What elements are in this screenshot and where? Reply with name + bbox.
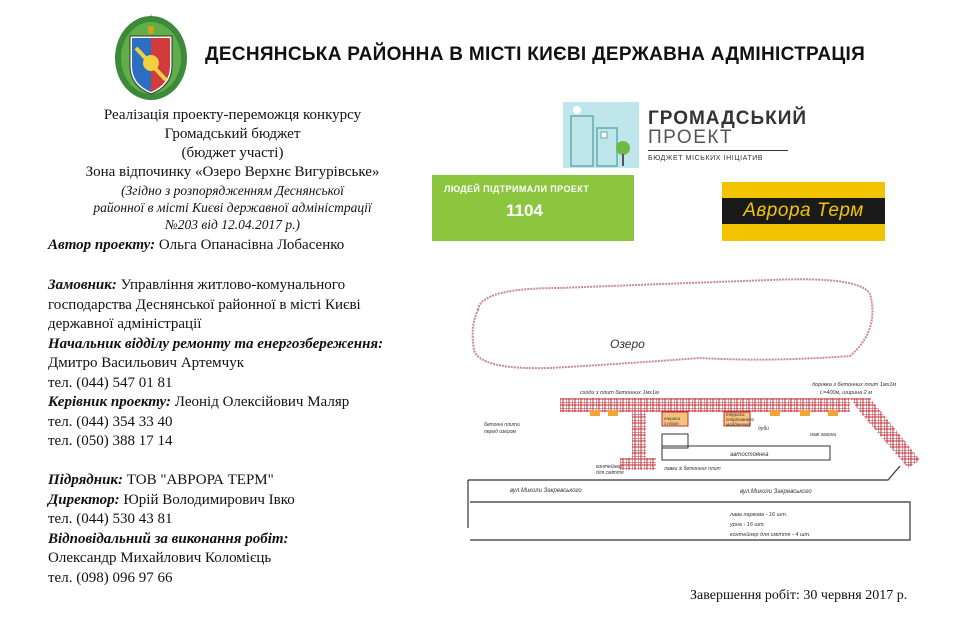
district-coat-of-arms (115, 14, 187, 100)
city-house-icon (563, 102, 639, 168)
legend-bins: урна - 16 шт. (729, 522, 765, 528)
project-manager-name: Леонід Олексійович Маляр (171, 394, 350, 410)
customer-value: Управління житлово-комунального (116, 277, 346, 293)
legend-benches: лава паркова - 16 шт. (729, 512, 787, 518)
contractor-value: ТОВ "АВРОРА ТЕРМ" (123, 472, 274, 488)
completion-date: Завершення робіт: 30 червня 2017 р. (690, 588, 908, 603)
project-line: (бюджет участі) (181, 145, 284, 161)
director-label: Директор: (48, 491, 120, 508)
responsible-phone: тел. (098) 096 97 66 (48, 569, 173, 586)
header-title: ДЕСНЯНСЬКА РАЙОННА В МІСТІ КИЄВІ ДЕРЖАВН… (205, 44, 866, 65)
side-path (850, 398, 920, 468)
responsible-name: Олександр Михайлович Коломієць (48, 550, 272, 566)
benches-path (620, 458, 656, 470)
lawn-label: нові газони (810, 432, 837, 438)
project-line: Громадський бюджет (164, 126, 301, 142)
author-value: Ольга Опанасівна Лобасенко (155, 237, 345, 253)
support-label: ЛЮДЕЙ ПІДТРИМАЛИ ПРОЕКТ (444, 184, 590, 194)
customer-block: Замовник: Управління житлово-комунальног… (48, 276, 383, 452)
parking-area (661, 445, 831, 461)
sports-terrace (723, 411, 751, 427)
customer-value: державної адміністрації (48, 316, 202, 332)
project-description: Реалізація проекту-переможця конкурсу Гр… (40, 106, 425, 233)
lake-label: Озеро (610, 337, 645, 351)
customer-label: Замовник: (48, 277, 117, 293)
benches-label: лавки зі бетонних плит (663, 466, 721, 472)
responsible-label: Відповідальний за виконання робіт: (48, 530, 289, 547)
department-head-phone: тел. (044) 547 01 81 (48, 374, 173, 391)
support-count: 1104 (506, 201, 543, 220)
slabs-label: перед озером (484, 429, 517, 435)
project-name: Зона відпочинку «Озеро Верхнє Вигурівськ… (85, 164, 380, 180)
parking-label: автостоянка (730, 452, 769, 458)
stairs-label: сходи з плит бетонних 1мх1м (580, 390, 659, 396)
main-path (560, 398, 850, 412)
sports-terrace-label: спортивного (726, 417, 754, 422)
project-line: Реалізація проекту-переможця конкурсу (103, 107, 362, 123)
platform (661, 433, 689, 449)
department-head-label: Начальник відділу ремонту та енергозбере… (48, 335, 384, 352)
gromadskyi-tagline: БЮДЖЕТ МІСЬКИХ ІНІЦІАТИВ (648, 155, 764, 162)
author-row: Автор проекту: Ольга Опанасівна Лобасенк… (48, 236, 344, 256)
terrace-label: з плит (663, 421, 679, 426)
terrace-label: тераса (664, 416, 681, 421)
street-label: вул.Миколи Закревського (740, 489, 812, 495)
customer-value: господарства Деснянської районної в міст… (48, 296, 361, 313)
legend-containers: контейнер для сміття - 4 шт. (730, 531, 811, 538)
sports-terrace-label: майданчику (726, 421, 752, 427)
road-edge (468, 465, 901, 481)
lake-outline (471, 278, 874, 370)
project-manager-phone: тел. (044) 354 33 40 (48, 413, 173, 430)
contractor-block: Підрядник: ТОВ "АВРОРА ТЕРМ" Директор: Ю… (48, 471, 295, 588)
street-label: вул.Миколи Закревського (510, 488, 582, 494)
sports-terrace-label: терраса (726, 412, 745, 417)
order-line: №203 від 12.04.2017 р.) (165, 217, 300, 232)
container-label: контейнер (596, 463, 622, 470)
site-plan-map: Озеро автостоянка сходи з плит бетонних … (467, 278, 920, 541)
gromadskyi-subtitle: ПРОЕКТ (648, 127, 734, 148)
project-manager-label: Керівник проекту: (48, 394, 172, 410)
project-manager-phone: тел. (050) 388 17 14 (48, 433, 173, 449)
order-line: районної в місті Києві державної адмініс… (93, 200, 372, 215)
director-name: Юрій Володимирович Івко (119, 491, 295, 508)
gromadskyi-title: ГРОМАДСЬКИЙ (648, 108, 808, 129)
author-label: Автор проекту: (48, 237, 156, 253)
terrace (661, 411, 689, 427)
stairs-path (632, 412, 646, 470)
trees-label: дуби (758, 426, 769, 432)
road-edge (470, 501, 911, 541)
director-phone: тел. (044) 530 43 81 (48, 511, 173, 527)
path-size-label: L=400м, ширина 2 м (820, 390, 872, 396)
department-head-name: Дмитро Васильович Артемчук (48, 355, 244, 371)
path-label: доріжка з бетонних плит 1мх1м (812, 382, 896, 388)
support-counter: ЛЮДЕЙ ПІДТРИМАЛИ ПРОЕКТ 1104 (432, 175, 634, 241)
contractor-logo: Аврора Терм (722, 182, 885, 241)
slabs-label: бетонні плити (484, 422, 520, 428)
container-label: для сміття (596, 470, 624, 476)
gromadskyi-divider (648, 150, 788, 151)
contractor-logo-name: Аврора Терм (722, 198, 885, 224)
order-line: (Згідно з розпорядженням Деснянської (121, 183, 344, 198)
contractor-label: Підрядник: (48, 472, 124, 488)
